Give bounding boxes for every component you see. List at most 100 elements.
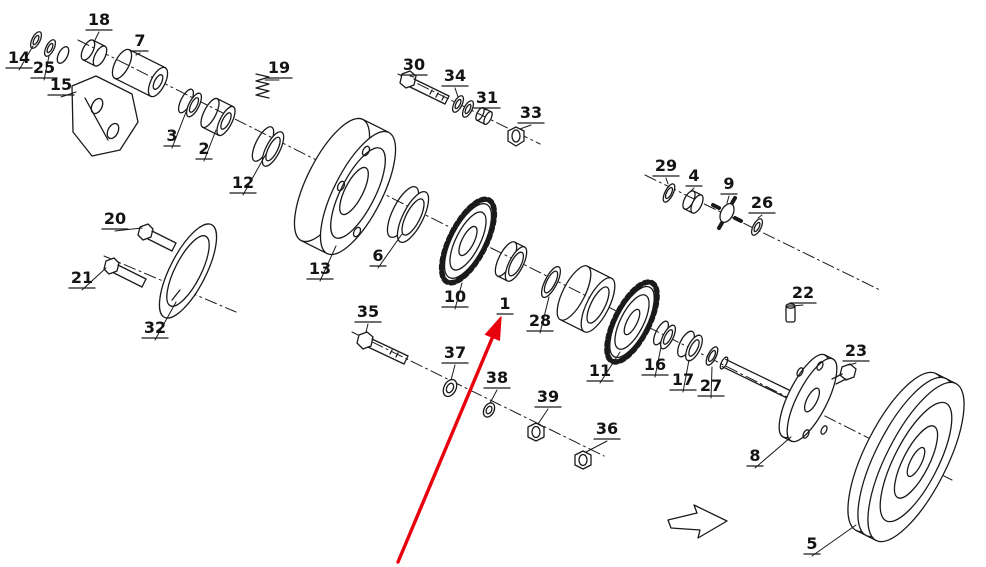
part-11-hub-bore [586,286,610,324]
part-22-pin-body [785,305,796,323]
part-30-bolt-thread-1 [429,89,433,95]
part-1-bushing-bore [507,251,525,277]
part-6-ring [386,185,430,244]
part-39-nut [527,422,545,442]
part-label-15: 15 [50,75,72,94]
part-9-spider-lobe-4 [733,216,743,223]
part-10-sprocket [438,196,498,286]
leader-line-18 [93,31,100,43]
highlight-arrow-layer [396,316,502,564]
part-20-bolt-shank-top [151,230,177,244]
part-12-ring-front [261,131,285,167]
part-35-bolt-end [403,355,409,365]
part-label-35: 35 [357,302,379,321]
part-3-ring [177,88,203,118]
part-5-pulley-front-rim [867,381,965,543]
leader-line-38 [489,389,498,404]
part-8-shaft-top [725,358,792,392]
leader-line-26 [757,214,763,219]
part-15-bracket-edge [84,97,109,141]
part-1-bushing-front [504,246,528,282]
leader-line-36 [585,440,608,453]
part-26-washer [750,218,764,236]
part-13-drum-hole-3 [352,226,362,238]
leader-lines [18,31,857,557]
part-15-bracket-hole-2 [106,122,120,140]
part-38-washer-hole [485,405,493,415]
leader-line-16 [654,346,662,378]
part-5-pulley-recess [893,425,939,499]
part-11-sprocket-bore [623,308,641,336]
leader-line-21 [81,267,107,291]
part-label-26: 26 [751,193,773,212]
part-35-bolt-shank-top [371,338,409,357]
part-30-bolt-shank-bottom [409,86,446,105]
part-2-bushing-bore [220,112,232,130]
part-30-bolt-thread-2 [435,92,439,98]
part-7-lever-front [147,66,169,98]
part-label-5: 5 [806,534,817,553]
part-11-sprocket-web [614,294,650,350]
part-label-10: 10 [444,287,466,306]
part-34-washer-2-hole [464,103,472,115]
part-8-shaft-end [719,356,729,370]
part-label-30: 30 [403,55,425,74]
part-label-38: 38 [486,368,508,387]
part-label-27: 27 [700,376,722,395]
highlight-arrow-head [484,316,502,341]
part-13-drum-inner-ring [330,147,386,239]
part-8-flange-hole-3 [796,367,804,377]
part-15-bracket-plate [71,75,139,157]
part-11-sprocket-body [609,285,655,359]
part-label-14: 14 [8,48,30,67]
part-label-20: 20 [104,209,126,228]
part-23-bolt-shank-top [831,373,843,380]
secondary-axis-line [644,174,881,291]
part-18-bushing-front [92,45,108,67]
part-31-pin-front [483,110,493,126]
part-16-ring-front [659,324,677,350]
part-36-nut-body [574,450,592,470]
part-label-21: 21 [71,268,93,287]
part-21-bolt-end [141,278,147,288]
part-36-nut-bore [578,453,588,467]
bolt-axis-line-lower [351,331,605,457]
part-label-22: 22 [792,283,814,302]
leader-line-3 [171,111,187,149]
leader-line-31 [483,108,488,111]
part-30-bolt-end [444,95,450,105]
part-23-bolt-shank-bottom [835,378,847,385]
part-21-bolt-shank-bottom [113,272,143,288]
part-9-spider-lobe-3 [711,203,721,210]
part-label-6: 6 [372,246,383,265]
part-25-washer [43,39,57,57]
part-2-bushing-bottom [202,126,220,136]
leader-line-10 [454,282,463,310]
leader-line-35 [365,323,369,333]
part-8-flange-front [786,357,838,443]
part-17-bearing-bore [688,339,700,357]
part-35-bolt-head [356,331,374,350]
part-11-hub-cylinder [556,265,616,333]
part-39-nut-bore [531,425,541,439]
part-17-bearing-front [685,334,703,362]
part-32-disc-inner [166,235,210,307]
part-29-washer-hole [664,186,674,200]
part-label-18: 18 [88,10,110,29]
part-label-16: 16 [644,355,666,374]
leader-line-9 [726,195,730,204]
part-8-shaft-flange [719,353,838,443]
part-label-7: 7 [134,31,145,50]
part-10-sprocket-web [449,211,487,271]
part-32-shield-disc [158,223,218,319]
leader-line-29 [665,177,669,185]
part-22-pin [785,303,796,323]
part-2-bushing [200,97,236,137]
part-23-bolt-head [839,363,857,381]
part-28-snap-ring [540,265,562,299]
part-4-bushing-front [690,194,704,214]
part-12-ring-bore [265,136,281,162]
part-8-flange-hole-2 [820,425,828,435]
part-13-drum-hole-2 [336,180,346,192]
